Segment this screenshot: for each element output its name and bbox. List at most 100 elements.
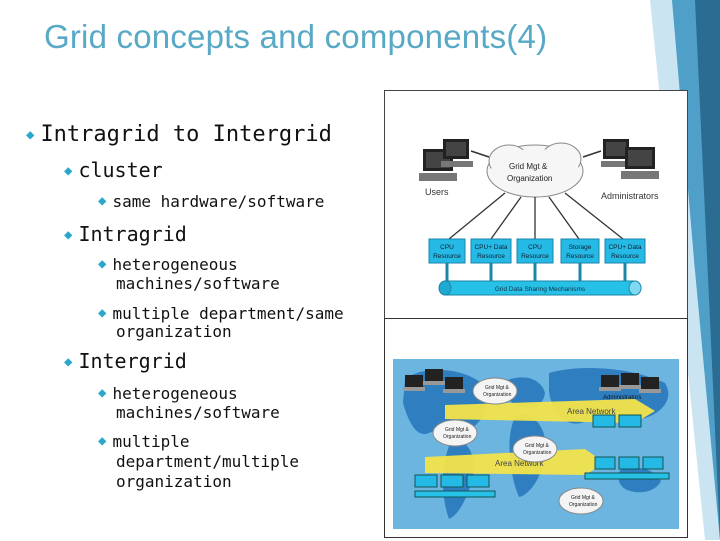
resource-label: CPU+ Data	[474, 244, 507, 251]
cloud-icon: Grid Mgt & Organization	[558, 487, 604, 515]
connector-line	[582, 150, 602, 158]
bullet-continuation: organization	[116, 322, 232, 341]
bullet-text: cluster	[78, 158, 163, 182]
diamond-bullet-icon: ◆	[26, 127, 35, 143]
bullet-l3: ◆ multiple	[98, 434, 190, 450]
resource-box: CPU Resource	[516, 238, 554, 264]
resource-box	[466, 474, 490, 488]
diamond-bullet-icon: ◆	[98, 385, 107, 401]
diamond-bullet-icon: ◆	[64, 354, 73, 370]
cloud-label: Grid Mgt &	[571, 495, 596, 501]
monitor-icon	[639, 377, 661, 393]
bullet-continuation: department/multiple	[116, 452, 300, 471]
bullet-l2: ◆ cluster	[64, 160, 163, 180]
users-label: Users	[425, 187, 449, 197]
monitor-icon	[443, 377, 465, 393]
cloud-label: Grid Mgt &	[525, 443, 550, 449]
data-sharing-bus	[584, 472, 670, 480]
resource-label: Resource	[611, 253, 639, 260]
bullet-l3: ◆ same hardware/software	[98, 194, 324, 210]
bullet-l3: ◆ heterogeneous	[98, 386, 238, 402]
bullet-text: heterogeneous	[112, 255, 238, 274]
area-network-label: Area Network	[567, 407, 616, 416]
connector-line	[448, 192, 506, 240]
resource-box	[592, 414, 616, 428]
resource-label: Resource	[433, 253, 461, 260]
diamond-bullet-icon: ◆	[98, 256, 107, 272]
bullet-text: multiple	[112, 432, 190, 451]
resource-box: CPU Resource	[428, 238, 466, 264]
resource-label: CPU	[440, 244, 454, 251]
monitor-icon	[403, 375, 425, 391]
diamond-bullet-icon: ◆	[64, 163, 73, 179]
bullet-continuation: machines/software	[116, 274, 280, 293]
connector-line	[564, 192, 624, 240]
intergrid-diagram: Area Network Area Network Grid Mgt & Org…	[384, 318, 688, 538]
cloud-icon: Grid Mgt & Organization	[472, 377, 518, 405]
cloud-label: Organization	[523, 450, 552, 456]
bus-label: Grid Data Sharing Mechanisms	[495, 286, 586, 293]
connector-line	[490, 196, 522, 240]
bullet-text: heterogeneous	[112, 384, 238, 403]
resource-box: CPU+ Data Resource	[604, 238, 646, 264]
monitor-icon	[599, 375, 621, 391]
resource-box: Storage Resource	[560, 238, 600, 264]
resource-box: CPU+ Data Resource	[470, 238, 512, 264]
monitor-icon	[619, 373, 641, 389]
resource-box	[642, 456, 664, 470]
monitor-icon	[441, 139, 473, 167]
area-network-band	[425, 449, 605, 475]
slide-title: Grid concepts and components(4)	[44, 18, 548, 55]
connector-line	[470, 150, 490, 158]
diamond-bullet-icon: ◆	[98, 433, 107, 449]
intragrid-diagram-svg: Users Administrators Grid Mgt & Organiza…	[419, 139, 659, 296]
cloud-label: Organization	[483, 392, 512, 398]
connector-line	[548, 196, 580, 240]
deco-shape-front	[695, 0, 720, 540]
data-sharing-bus: Grid Data Sharing Mechanisms	[438, 280, 642, 296]
resource-box	[440, 474, 464, 488]
cloud-label: Organization	[443, 434, 472, 440]
resource-label: Storage	[569, 244, 592, 251]
administrators-label: Administrators	[601, 191, 659, 201]
monitor-icon	[621, 147, 659, 179]
resource-box	[618, 414, 642, 428]
bullet-text: Intergrid	[78, 349, 187, 373]
resource-box	[618, 456, 640, 470]
bullet-text: same hardware/software	[112, 192, 325, 211]
bullet-text: Intragrid	[78, 222, 187, 246]
intragrid-diagram: Users Administrators Grid Mgt & Organiza…	[384, 90, 688, 332]
resource-label: CPU+ Data	[608, 244, 641, 251]
bullet-text: multiple department/same	[112, 304, 344, 323]
admin-label: Administrators	[603, 395, 641, 401]
diamond-bullet-icon: ◆	[98, 305, 107, 321]
bullet-l2: ◆ Intergrid	[64, 351, 187, 371]
intergrid-diagram-svg: Area Network Area Network Grid Mgt & Org…	[385, 319, 687, 537]
cloud-icon	[486, 142, 584, 198]
cloud-label-line1: Grid Mgt &	[509, 162, 548, 171]
resource-box	[414, 474, 438, 488]
bullet-l3: ◆ multiple department/same	[98, 306, 344, 322]
resource-label: Resource	[521, 253, 549, 260]
area-network-label: Area Network	[495, 459, 544, 468]
cloud-label: Organization	[569, 502, 598, 508]
bullet-l2: ◆ Intragrid	[64, 224, 187, 244]
cloud-label: Grid Mgt &	[485, 385, 510, 391]
bullet-text: Intragrid to Intergrid	[40, 122, 332, 147]
resource-box	[594, 456, 616, 470]
bullet-l1: ◆ Intragrid to Intergrid	[26, 124, 332, 146]
bullet-l3: ◆ heterogeneous	[98, 257, 238, 273]
data-sharing-bus	[414, 490, 496, 498]
cloud-icon: Grid Mgt & Organization	[432, 419, 478, 447]
bullet-continuation: machines/software	[116, 403, 280, 422]
cloud-label: Grid Mgt &	[445, 427, 470, 433]
resource-label: Resource	[477, 253, 505, 260]
monitor-icon	[601, 139, 633, 167]
cloud-icon: Grid Mgt & Organization	[512, 435, 558, 463]
resource-label: Resource	[566, 253, 594, 260]
resource-label: CPU	[528, 244, 542, 251]
diamond-bullet-icon: ◆	[64, 227, 73, 243]
monitor-icon	[423, 369, 445, 385]
diamond-bullet-icon: ◆	[98, 193, 107, 209]
cloud-label-line2: Organization	[507, 174, 552, 183]
